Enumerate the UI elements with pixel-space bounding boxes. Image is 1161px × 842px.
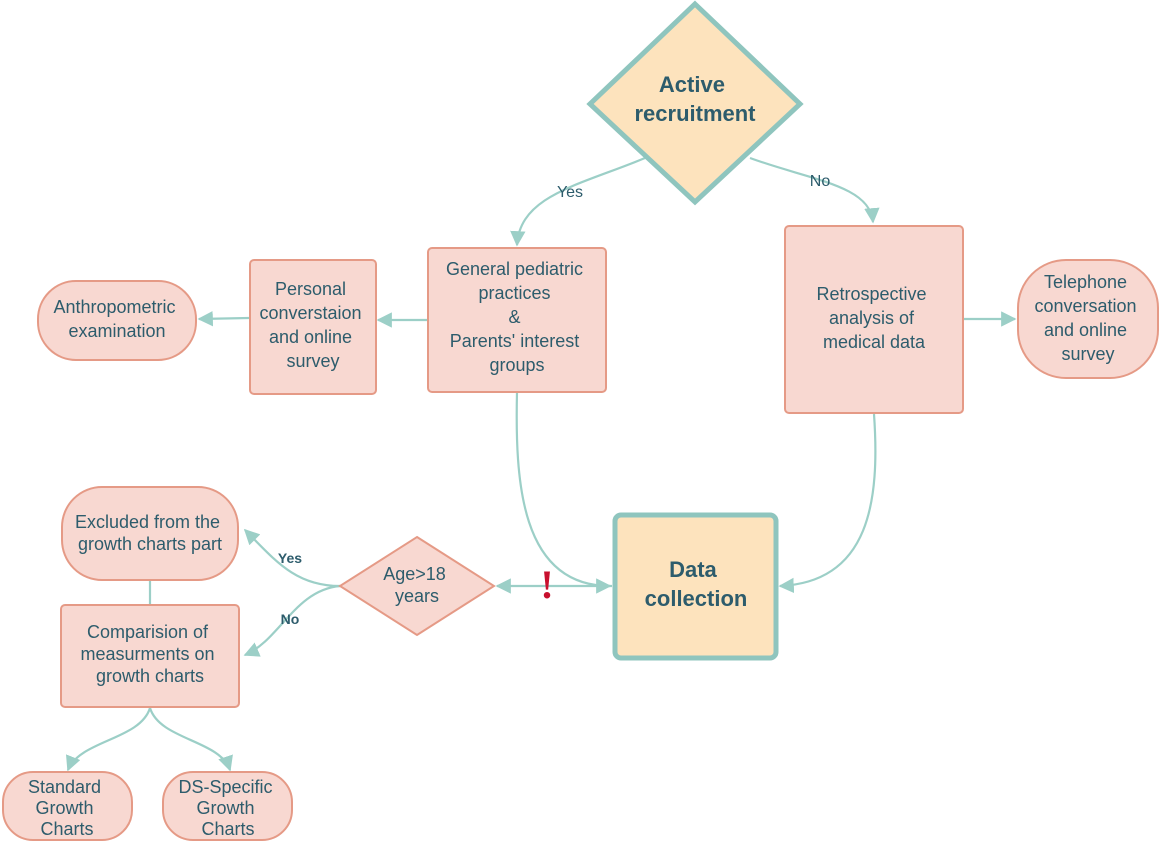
node-comparison: Comparision of measurments on growth cha… — [60, 604, 240, 708]
node-standard-growth-charts: Standard Growth Charts — [2, 771, 133, 841]
node-label: Anthropometric examination — [53, 297, 180, 341]
edge-recruit-no — [749, 156, 880, 224]
node-general-practices: General pediatric practices & Parents' i… — [427, 247, 607, 393]
node-anthropometric-examination: Anthropometric examination — [37, 280, 197, 361]
edge-retro-to-datacollection — [778, 413, 877, 594]
warning-mark: ! — [540, 562, 553, 607]
node-label: Active recruitment — [634, 72, 756, 126]
node-label: Data collection — [645, 557, 748, 611]
node-personal-conversation: Personal converstaion and online survey — [249, 259, 377, 395]
node-label: General pediatric practices & Parents' i… — [446, 259, 588, 375]
node-label: Standard Growth Charts — [28, 777, 106, 839]
node-excluded: Excluded from the growth charts part — [61, 486, 239, 581]
node-active-recruitment: Active recruitment — [586, 0, 804, 206]
edge-age-no — [243, 584, 341, 657]
node-label: Personal converstaion and online survey — [259, 279, 366, 371]
edge-label-yes-recruit: Yes — [557, 184, 583, 201]
node-label: Age>18 years — [383, 564, 451, 606]
edge-comparison-to-standard — [66, 707, 152, 772]
node-label: Telephone conversation and online survey — [1034, 272, 1141, 364]
node-label: Excluded from the growth charts part — [75, 512, 225, 554]
node-data-collection: Data collection — [612, 512, 779, 661]
node-retrospective-analysis: Retrospective analysis of medical data — [784, 225, 964, 414]
edge-practices-to-datacollection — [515, 391, 612, 594]
edge-age-yes — [243, 528, 341, 588]
edge-comparison-to-ds — [148, 707, 233, 772]
edge-label-no-age: No — [281, 611, 300, 627]
edge-label-no-recruit: No — [810, 173, 831, 190]
edge-label-yes-age: Yes — [278, 550, 302, 566]
node-ds-specific-growth-charts: DS-Specific Growth Charts — [162, 771, 293, 841]
node-telephone-conversation: Telephone conversation and online survey — [1017, 259, 1159, 379]
node-label: DS-Specific Growth Charts — [178, 777, 277, 839]
node-age-check: Age>18 years — [338, 535, 496, 637]
node-label: Retrospective analysis of medical data — [816, 284, 931, 352]
edge-personal-to-anthropometric — [197, 311, 250, 327]
node-label: Comparision of measurments on growth cha… — [80, 622, 219, 686]
edge-recruit-yes — [510, 156, 646, 247]
